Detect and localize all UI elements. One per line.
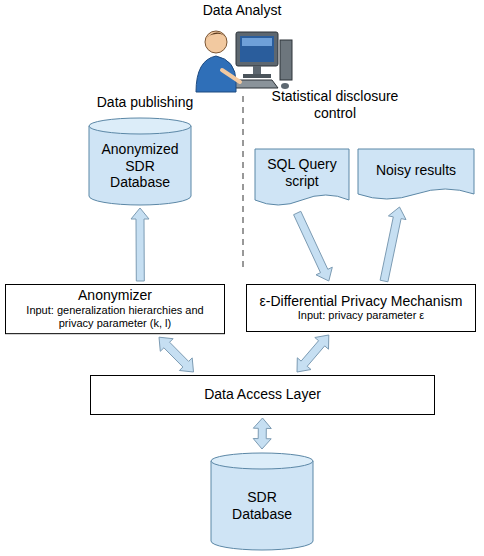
box-outline [6, 285, 225, 334]
node-text: Data Access Layer [204, 386, 321, 403]
section-label: Data publishing [70, 94, 220, 111]
cylinder-body [211, 461, 313, 550]
document-outline [358, 149, 474, 199]
actor-label: Data Analyst [142, 2, 342, 19]
node-text: Anonymizer [78, 287, 152, 304]
analyst-icon [196, 31, 292, 92]
document-shape: SQL Query script [254, 148, 350, 210]
block-arrow [380, 207, 406, 282]
divider-line [243, 96, 244, 272]
node-subtext: Input: privacy parameter ε [298, 309, 425, 322]
database-cylinder: Anonymized SDR Database [88, 117, 192, 205]
box-outline [247, 285, 476, 332]
section-label: Statistical disclosure control [252, 88, 418, 122]
block-arrow [131, 208, 149, 281]
node-text: SQL Query script [260, 156, 344, 190]
node-text: Noisy results [376, 162, 456, 179]
document-outline [255, 149, 349, 205]
database-cylinder: SDR Database [210, 452, 314, 550]
document-shape: Noisy results [357, 148, 475, 204]
block-arrow [159, 337, 194, 372]
node-text: ε-Differential Privacy Mechanism [260, 293, 463, 310]
block-arrow [253, 418, 271, 449]
process-box: ε-Differential Privacy MechanismInput: p… [246, 284, 476, 332]
node-text: Anonymized SDR Database [94, 141, 186, 191]
node-subtext: Input: generalization hierarchies and pr… [11, 304, 219, 330]
cylinder-top [211, 453, 313, 469]
block-arrow [294, 211, 333, 281]
node-text: SDR Database [216, 489, 308, 523]
process-box: Data Access Layer [90, 375, 435, 415]
cylinder-body [89, 126, 191, 205]
block-arrow [297, 335, 329, 372]
box-outline [91, 376, 435, 415]
process-box: AnonymizerInput: generalization hierarch… [5, 284, 225, 334]
cylinder-top [89, 118, 191, 134]
